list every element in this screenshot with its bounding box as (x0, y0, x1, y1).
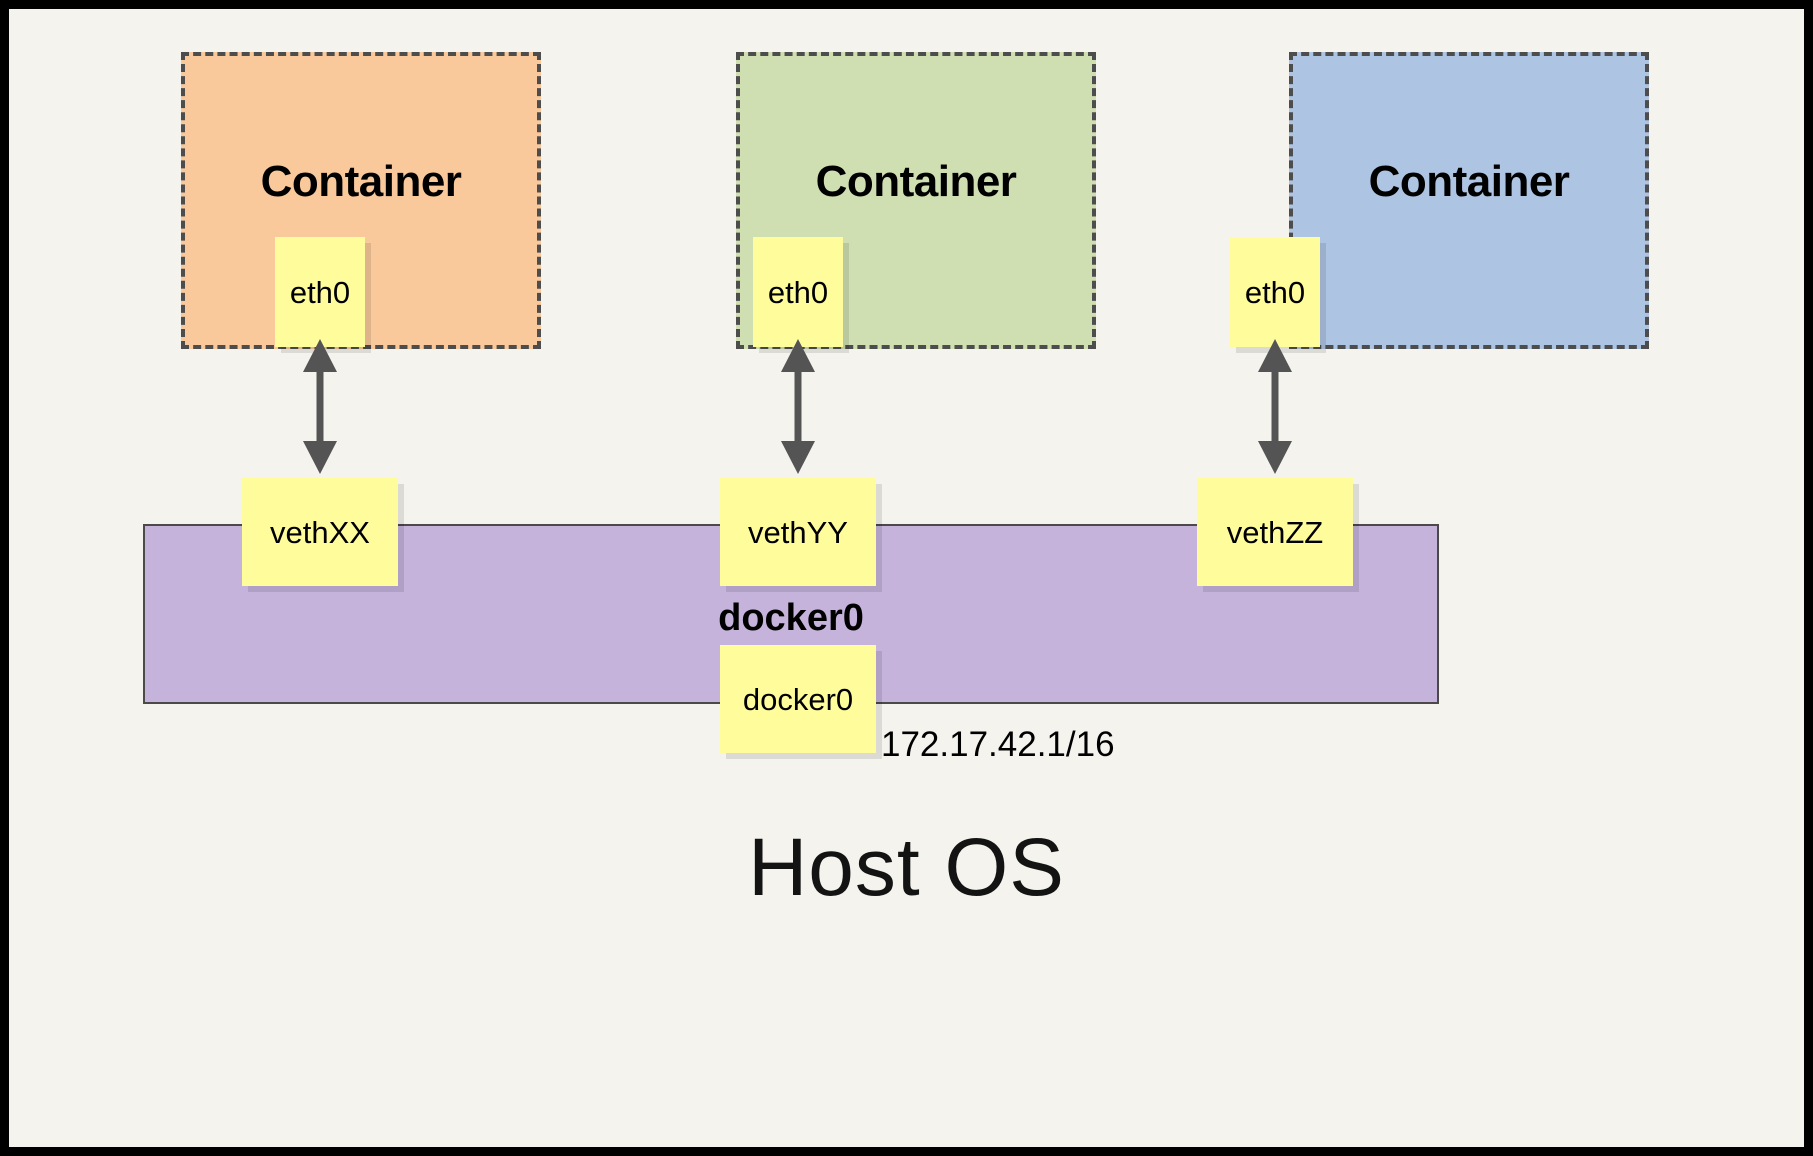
link-arrow-2 (781, 339, 815, 474)
link-arrow-3 (1258, 339, 1292, 474)
container-title-3: Container (1368, 157, 1570, 206)
eth0-port-1[interactable]: eth0 (275, 237, 365, 347)
docker0-port-label: docker0 (742, 681, 854, 717)
host-os-label: Host OS (748, 822, 1065, 913)
docker0-bridge-label-wrap: docker0 (143, 599, 1439, 637)
link-arrow-1 (303, 339, 337, 474)
docker0-bridge-label: docker0 (718, 597, 864, 639)
container-box-3[interactable]: Container (1289, 52, 1649, 349)
veth-label-2: vethYY (748, 514, 848, 550)
docker0-port[interactable]: docker0 (720, 645, 876, 753)
veth-label-3: vethZZ (1226, 514, 1324, 550)
eth0-port-2[interactable]: eth0 (753, 237, 843, 347)
eth0-label-3: eth0 (1244, 274, 1306, 310)
host-os-wrap: Host OS (9, 827, 1804, 909)
docker0-ip-wrap: 172.17.42.1/16 (881, 727, 1115, 762)
container-title-2: Container (815, 157, 1017, 206)
eth0-label-1: eth0 (289, 274, 351, 310)
docker0-ip-label: 172.17.42.1/16 (881, 725, 1115, 764)
veth-port-1[interactable]: vethXX (242, 478, 398, 586)
eth0-label-2: eth0 (767, 274, 829, 310)
veth-label-1: vethXX (270, 514, 370, 550)
container-box-2[interactable]: Container (736, 52, 1096, 349)
eth0-port-3[interactable]: eth0 (1230, 237, 1320, 347)
diagram-canvas: Container eth0 Container eth0 Container … (9, 9, 1804, 1147)
container-title-1: Container (260, 157, 462, 206)
veth-port-3[interactable]: vethZZ (1197, 478, 1353, 586)
veth-port-2[interactable]: vethYY (720, 478, 876, 586)
